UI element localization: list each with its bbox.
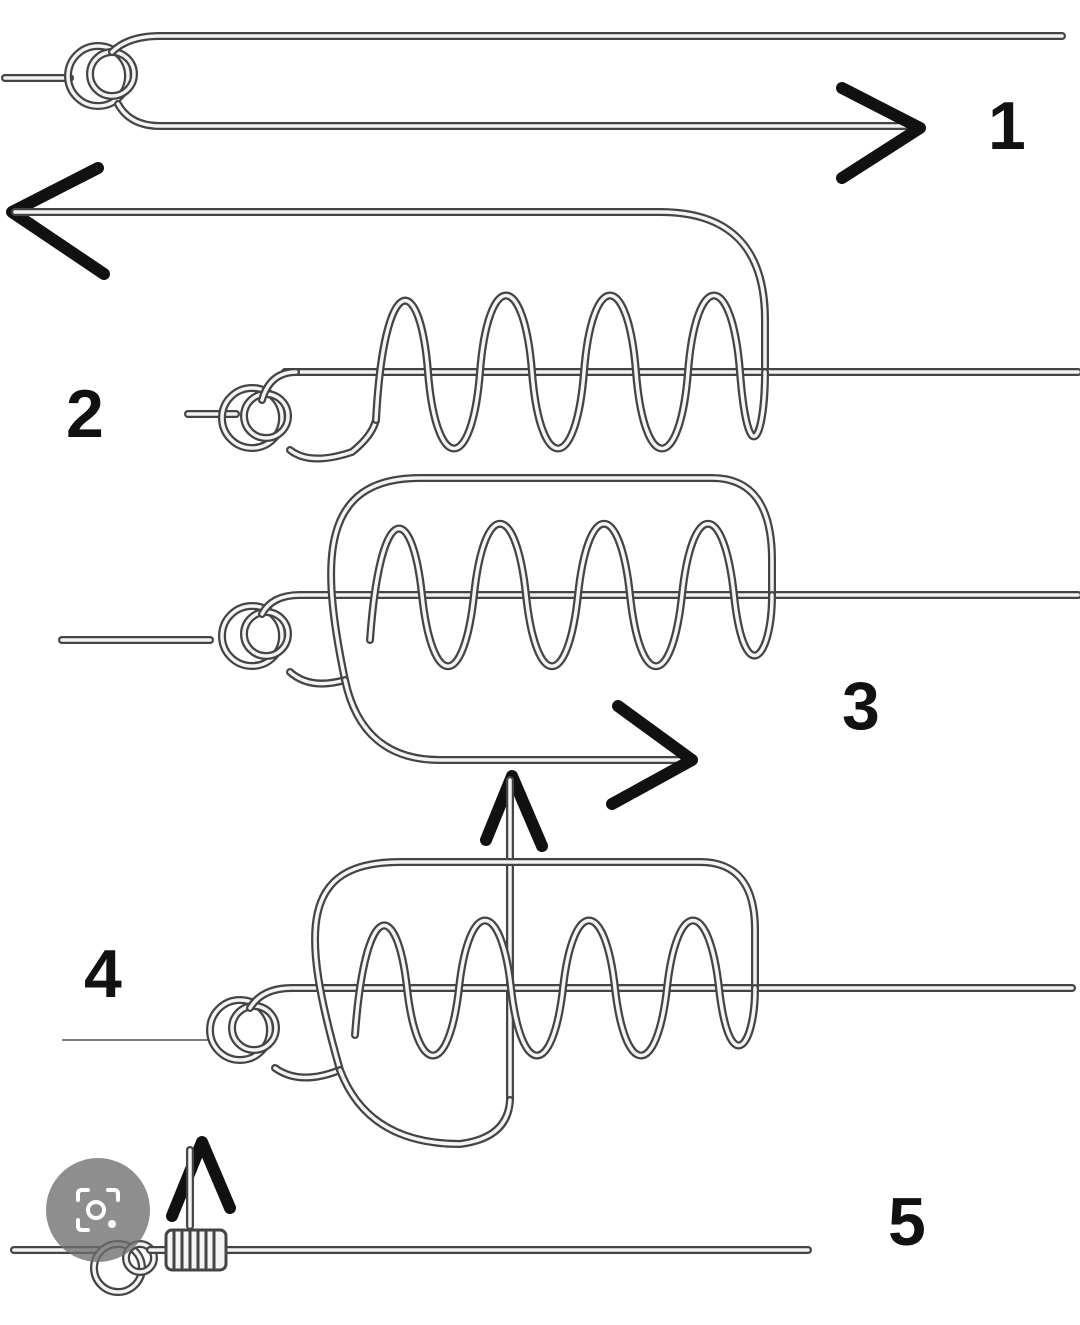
step-number-1: 1 — [988, 88, 1026, 164]
step-number-5: 5 — [888, 1184, 926, 1260]
arrow-right-icon — [836, 82, 926, 184]
knot-coils — [164, 1228, 228, 1272]
arrow-right-icon — [606, 700, 698, 810]
step-1-drawing — [1, 32, 1066, 184]
step-5-drawing — [10, 1136, 812, 1296]
lens-camera-icon — [76, 1188, 120, 1232]
arrow-left-icon — [6, 162, 110, 280]
step-3-drawing — [58, 474, 1080, 810]
step-2-drawing — [6, 162, 1080, 463]
step-number-4: 4 — [84, 936, 122, 1012]
step-4-drawing — [62, 770, 1076, 1148]
arrow-up-icon — [480, 770, 548, 852]
arrow-up-icon — [166, 1136, 236, 1222]
step-number-3: 3 — [842, 668, 880, 744]
step-number-2: 2 — [66, 376, 104, 452]
lens-button[interactable] — [46, 1158, 150, 1262]
